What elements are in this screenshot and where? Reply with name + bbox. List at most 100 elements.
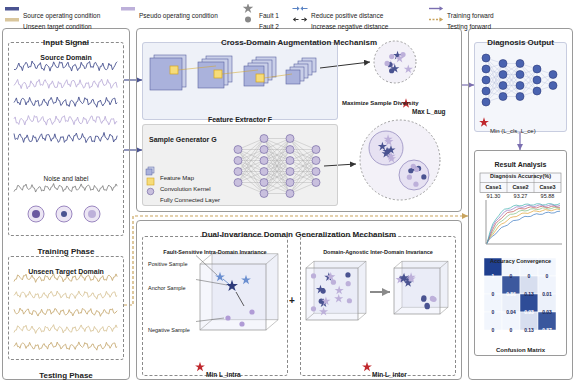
node-title: Diagnosis Output xyxy=(487,38,554,47)
sample-dot xyxy=(321,288,326,293)
node-title: Sample Generator G xyxy=(149,136,217,144)
text-holder: 0 xyxy=(484,300,502,318)
text-holder: Min (L_cls, L_ce) xyxy=(490,119,536,137)
sample-dot xyxy=(311,306,316,311)
sample-dot xyxy=(347,298,352,303)
cube-edge xyxy=(394,307,402,314)
connector-arrow xyxy=(519,132,520,150)
target-signal xyxy=(14,325,117,334)
node-title: Fault-Sensitive Intra-Domain Invariance xyxy=(163,249,266,255)
flow-arrow xyxy=(320,62,370,68)
legend-icon xyxy=(4,15,20,24)
neuron xyxy=(286,146,294,154)
legend-icon xyxy=(292,4,308,13)
neuron xyxy=(260,168,268,176)
text-holder: Anchor Sample xyxy=(148,276,186,294)
neuron-icon xyxy=(147,188,154,195)
sample-dot xyxy=(421,295,426,300)
table-cell: Case2 xyxy=(512,184,528,190)
neuron xyxy=(516,82,524,90)
matrix-value: 1 xyxy=(492,274,495,280)
neuron xyxy=(549,71,557,79)
cube-front xyxy=(306,268,358,320)
text-holder: Testing Phase xyxy=(8,364,124,382)
text-holder: Diagnosis Output xyxy=(469,31,572,49)
matrix-value: 0.01 xyxy=(542,292,552,298)
text-holder: 0 xyxy=(484,318,502,336)
sample-star xyxy=(399,273,408,282)
sample-label: Positive Sample xyxy=(148,261,187,267)
legend-item: Training forward xyxy=(428,4,475,14)
plus-sign: + xyxy=(289,295,295,307)
neuron xyxy=(234,179,242,187)
legend-text: Pseudo operating condition xyxy=(139,12,218,19)
legend-icon xyxy=(4,4,20,13)
neuron xyxy=(482,76,490,84)
classifier-box: Min (L_cls, L_ce) xyxy=(474,42,567,132)
leader-line xyxy=(196,280,227,286)
sample-dot xyxy=(311,273,316,278)
text-holder: Result Analysis xyxy=(475,153,566,171)
neuron xyxy=(482,87,490,95)
neuron xyxy=(499,71,507,79)
legend-icon xyxy=(120,4,136,13)
transform-arrow xyxy=(370,291,390,293)
legend-item: Reduce positive distance xyxy=(292,4,364,14)
neuron xyxy=(260,179,268,187)
neuron xyxy=(516,71,524,79)
neuron xyxy=(260,146,268,154)
matrix-value: 0.04 xyxy=(506,310,516,316)
sample-star xyxy=(395,54,404,63)
label-circle xyxy=(56,206,72,222)
sample-dot xyxy=(389,68,394,73)
source-domain-box: Source DomainNoise and label xyxy=(8,42,124,236)
connectors xyxy=(124,80,520,305)
accuracy-curve xyxy=(487,204,560,244)
accuracy-curve xyxy=(487,205,560,244)
sample-dot xyxy=(239,321,244,326)
text-holder: 0 xyxy=(520,264,538,282)
class-cloud xyxy=(369,131,403,165)
loss-label: Max L_aug xyxy=(412,108,446,115)
text-holder: Negative Sample xyxy=(148,318,190,336)
text-holder: 0 xyxy=(502,318,520,336)
source-signal xyxy=(14,79,117,89)
neuron xyxy=(533,87,541,95)
matrix-value: 0 xyxy=(492,310,495,316)
result-box: Result Analysis xyxy=(474,150,567,356)
output-panel: Min (L_cls, L_ce) Result Analysis Diagnosi… xyxy=(468,28,573,380)
accuracy-curve xyxy=(487,209,560,242)
network-link xyxy=(264,139,290,194)
neuron xyxy=(312,168,320,176)
table-cell: 95.88 xyxy=(541,193,555,199)
text-holder: 0.03 xyxy=(538,300,556,318)
network-link xyxy=(264,139,290,194)
node-title: Input Signal xyxy=(43,38,89,47)
matrix-value: 0 xyxy=(510,328,513,334)
text-holder: 0.93 xyxy=(520,300,538,318)
source-signal xyxy=(14,97,117,107)
legend-icon xyxy=(428,4,444,13)
objective-star xyxy=(195,362,205,371)
sample-dot xyxy=(345,272,350,277)
cube-edge xyxy=(306,261,314,268)
matrix-value: 0 xyxy=(510,274,513,280)
node-text: Noise and label xyxy=(44,175,89,182)
node-fill xyxy=(474,150,567,356)
matrix-value: 0.86 xyxy=(506,292,516,298)
node-title: Result Analysis xyxy=(495,161,547,169)
neuron xyxy=(286,157,294,165)
cube-edge xyxy=(306,313,314,320)
target-signal xyxy=(14,342,117,350)
neuron xyxy=(312,179,320,187)
sample-star xyxy=(326,272,335,281)
sample-star xyxy=(335,286,344,295)
feature-extractor-box: Feature Extractor F xyxy=(142,42,338,120)
label-circle xyxy=(84,206,100,222)
cube-front xyxy=(200,264,266,330)
sample-star xyxy=(316,285,325,294)
sample-star xyxy=(384,137,393,146)
text-holder: Domain-Agnostic Inter-Domain Invariance xyxy=(301,240,455,258)
neuron xyxy=(286,168,294,176)
